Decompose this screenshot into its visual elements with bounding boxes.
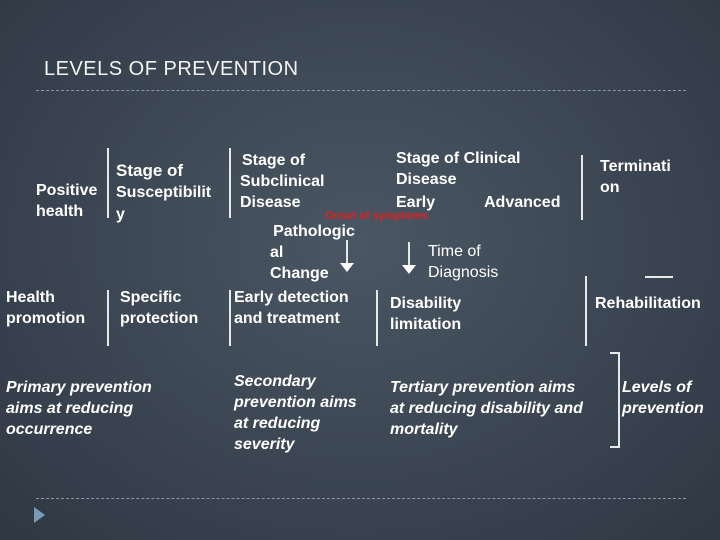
clinical-advanced: Advanced xyxy=(484,194,561,211)
diagnosis-arrow-shaft xyxy=(408,242,410,266)
clinical-early: Early xyxy=(396,194,436,211)
early-detection: Early detection and treatment xyxy=(234,287,349,329)
time-line1: Time of xyxy=(428,243,481,260)
pathologic-line1: Pathologic xyxy=(273,223,355,240)
primary-line2: aims at reducing xyxy=(6,400,134,417)
terminal-line2: on xyxy=(600,179,620,196)
clinical-line1: Stage of Clinical xyxy=(396,150,521,167)
terminal-line1: Terminati xyxy=(600,158,671,175)
disability-line1: Disability xyxy=(390,295,462,312)
subclinical-line2: Subclinical xyxy=(240,173,325,190)
secondary-line4: severity xyxy=(234,436,295,453)
stage-clinical: Stage of Clinical Disease xyxy=(396,148,520,190)
primary-prevention: Primary prevention aims at reducing occu… xyxy=(6,377,152,440)
top-divider xyxy=(36,90,686,91)
separator-3 xyxy=(581,155,583,220)
secondary-line3: at reducing xyxy=(234,415,321,432)
time-line2: Diagnosis xyxy=(428,264,499,281)
specific-line2: protection xyxy=(120,310,199,327)
health-promotion-line1: Health xyxy=(6,289,55,306)
levels-of-line1: Levels of xyxy=(622,379,692,396)
positive-health-label: Positive health xyxy=(36,180,97,222)
levels-bracket xyxy=(610,352,620,448)
pathologic-change: Pathologic al Change xyxy=(270,221,358,284)
separator-4 xyxy=(107,290,109,346)
time-of-diagnosis: Time of Diagnosis xyxy=(428,241,498,283)
rehabilitation: Rehabilitation xyxy=(595,295,701,312)
page-title: LEVELS OF PREVENTION xyxy=(44,58,299,80)
tertiary-line2: at reducing disability and xyxy=(390,400,583,417)
subclinical-line3: Disease xyxy=(240,194,301,211)
clinical-line2: Disease xyxy=(396,171,457,188)
health-promotion: Health promotion xyxy=(6,287,85,329)
separator-6 xyxy=(376,290,378,346)
specific-protection: Specific protection xyxy=(120,287,198,329)
stage-susceptibility-line3: y xyxy=(116,206,125,223)
onset-label: Onset of symptoms xyxy=(325,210,428,222)
bottom-divider xyxy=(36,498,686,499)
pathologic-line3: Change xyxy=(270,265,329,282)
disability-line2: limitation xyxy=(390,316,462,333)
stage-subclinical: Stage of Subclinical Disease xyxy=(240,150,324,213)
pathologic-line2: al xyxy=(270,244,284,261)
play-icon[interactable] xyxy=(34,507,45,523)
tertiary-line3: mortality xyxy=(390,421,458,438)
secondary-line2: prevention aims xyxy=(234,394,357,411)
stage-terminal: Terminati on xyxy=(600,156,671,198)
separator-7 xyxy=(585,276,587,346)
pathologic-arrow-shaft xyxy=(346,240,348,264)
health-promotion-line2: promotion xyxy=(6,310,86,327)
disability-limitation: Disability limitation xyxy=(390,293,461,335)
separator-5 xyxy=(229,290,231,346)
stage-susceptibility-line2: Susceptibilit xyxy=(116,184,212,201)
down-arrow-icon xyxy=(402,265,416,274)
specific-line1: Specific xyxy=(120,289,182,306)
primary-line1: Primary prevention xyxy=(6,379,152,396)
down-arrow-icon xyxy=(340,263,354,272)
separator-2 xyxy=(229,148,231,218)
tertiary-prevention: Tertiary prevention aims at reducing dis… xyxy=(390,377,583,440)
secondary-line1: Secondary xyxy=(234,373,316,390)
positive-label: Positive xyxy=(36,182,98,199)
tertiary-line1: Tertiary prevention aims xyxy=(390,379,576,396)
stage-susceptibility-line1: Stage of xyxy=(116,161,184,180)
levels-of-prevention: Levels of prevention xyxy=(622,377,704,419)
primary-line3: occurrence xyxy=(6,421,93,438)
levels-of-line2: prevention xyxy=(622,400,704,417)
separator-1 xyxy=(107,148,109,218)
health-label: health xyxy=(36,203,84,220)
secondary-prevention: Secondary prevention aims at reducing se… xyxy=(234,371,357,455)
stage-susceptibility: Stage of Susceptibilit y xyxy=(116,160,211,226)
terminal-tick xyxy=(645,276,673,278)
early-detection-line1: Early detection xyxy=(234,289,349,306)
early-detection-line2: and treatment xyxy=(234,310,340,327)
subclinical-line1: Stage of xyxy=(242,152,306,169)
